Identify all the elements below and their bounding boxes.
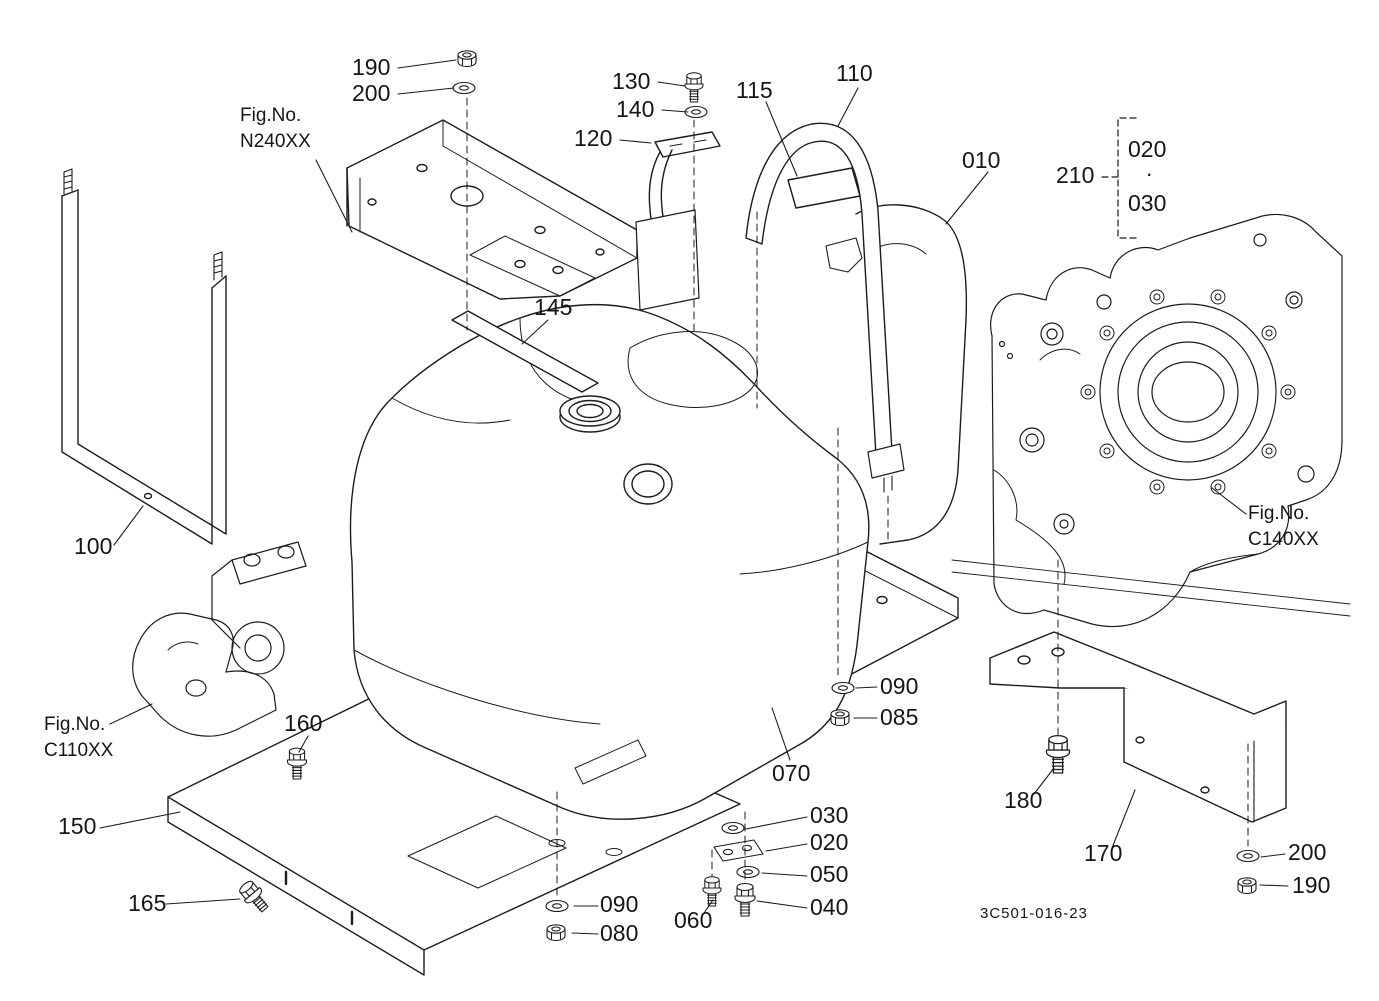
bolt-165 [235,877,274,917]
callout-145: 145 [534,294,573,320]
plate-115 [787,167,861,209]
axle-c110xx [132,541,307,737]
skid-plate-150 [167,667,741,976]
figref-c110xx: Fig.No. C110XX [44,712,113,763]
callout-190-top: 190 [352,54,391,80]
drawing-number: 3C501-016-23 [980,905,1088,922]
nut-190-top [457,50,477,68]
tank-strap-100 [61,168,227,545]
washer-090-right [831,681,855,695]
callout-115: 115 [736,77,773,103]
callout-130: 130 [612,68,651,94]
callout-030-bottom: 030 [810,802,849,828]
bracket-170 [989,631,1287,823]
callout-200-top: 200 [352,80,391,106]
callout-140: 140 [616,96,655,122]
callout-085: 085 [880,704,919,730]
figref-n240xx: Fig.No. N240XX [240,103,311,154]
figref-c140xx: Fig.No. C140XX [1248,501,1319,552]
callout-090-bottom: 090 [600,891,639,917]
callout-060: 060 [674,907,713,933]
fuel-tank [349,303,870,820]
figref-n240xx-label: Fig.No. [240,105,302,126]
figref-c110xx-code: C110XX [44,739,114,761]
figref-c110xx-label: Fig.No. [44,714,106,735]
strip-145 [451,310,599,393]
figref-c140xx-code: C140XX [1248,528,1319,550]
callout-110: 110 [836,60,873,86]
callout-050: 050 [810,861,849,887]
clamp-120 [635,131,721,311]
washer-200-bottom-right [1236,849,1260,863]
nut-080 [546,924,566,942]
callout-210: 210 [1056,162,1095,188]
hardware [235,50,1260,942]
washer-090-bottom [545,899,569,913]
bolt-180 [1045,734,1071,774]
washer-200-top [452,81,476,95]
callout-180: 180 [1004,787,1043,813]
callout-210-dot: . [1146,155,1153,181]
figref-c140xx-label: Fig.No. [1248,503,1310,524]
nut-190-bottom-right [1237,877,1257,895]
callout-010: 010 [962,147,1001,173]
center-lines [466,97,1249,897]
callout-120: 120 [574,125,613,151]
callout-030-right: 030 [1128,190,1167,216]
callout-100: 100 [74,533,113,559]
mount-bracket-n240xx [346,119,638,300]
callout-170: 170 [1084,840,1123,866]
leader-lines [99,59,1289,935]
callout-200-bottom-right: 200 [1288,839,1327,865]
bolt-130 [684,72,704,103]
callout-150: 150 [58,813,97,839]
datum-lines [951,559,1351,617]
figref-n240xx-code: N240XX [240,130,311,152]
callout-070: 070 [772,760,811,786]
bolt-040 [734,882,756,917]
callout-160: 160 [284,710,323,736]
plate-020-bottom [713,839,764,862]
callout-040: 040 [810,894,849,920]
washer-050 [736,865,760,879]
callout-020-right: 020 [1128,136,1167,162]
callout-090-right: 090 [880,673,919,699]
callout-020-bottom: 020 [810,829,849,855]
nut-085 [830,709,850,727]
callout-165: 165 [128,890,167,916]
strap-110 [745,122,905,493]
washer-030-bottom [721,821,745,835]
engine-block-c140xx [990,213,1343,628]
callout-190-bottom-right: 190 [1292,872,1331,898]
group-210-bracket [1101,117,1137,239]
callout-080: 080 [600,920,639,946]
